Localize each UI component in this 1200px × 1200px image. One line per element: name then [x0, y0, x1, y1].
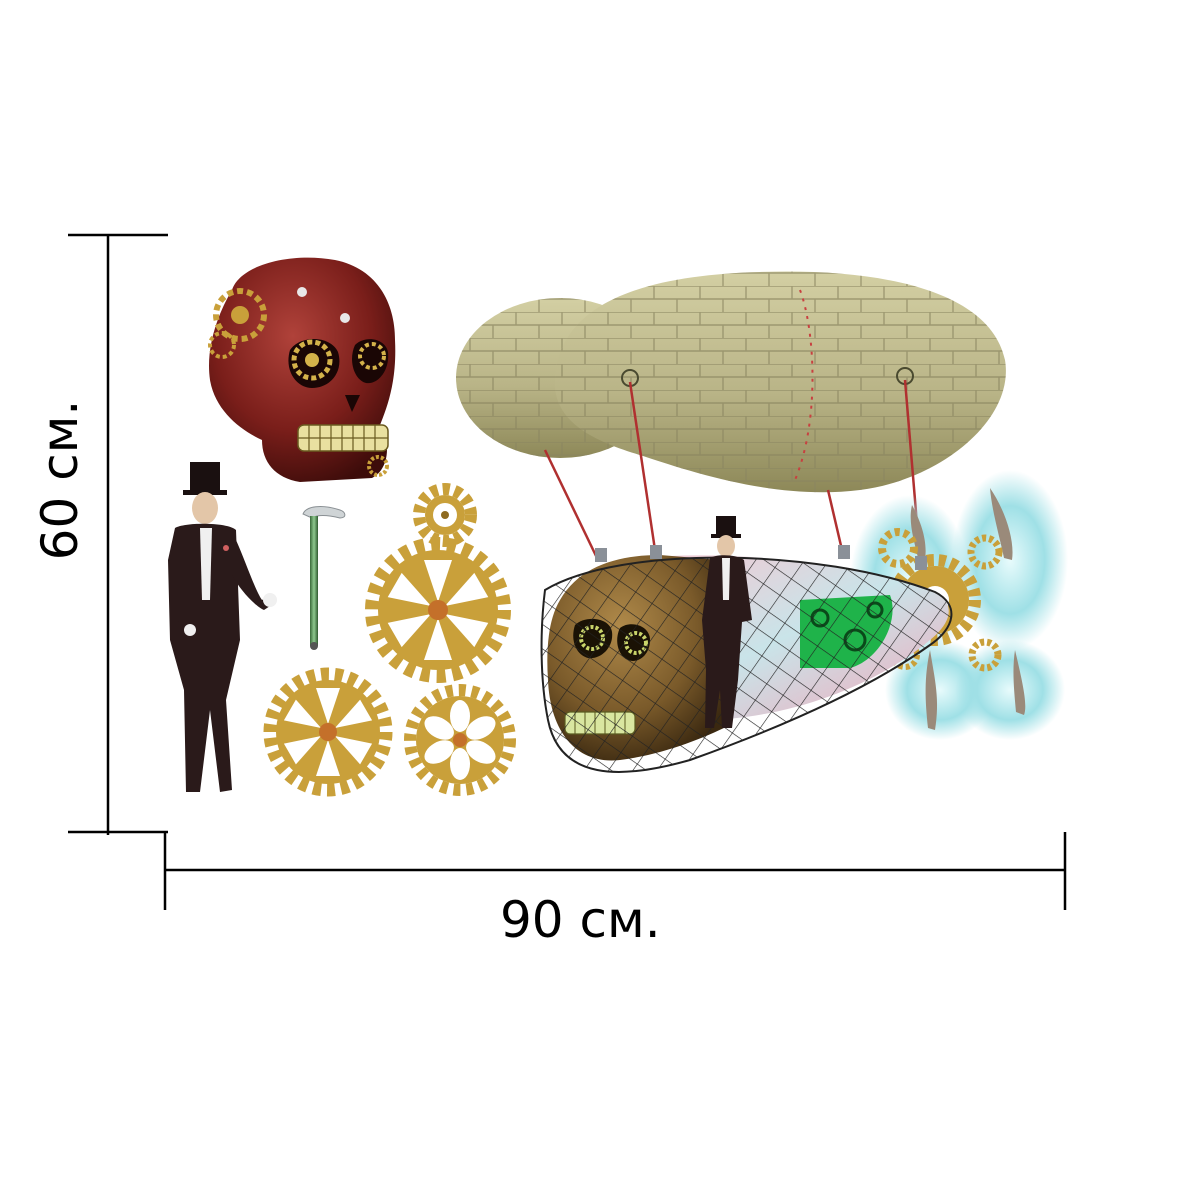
gears-group	[263, 483, 516, 797]
airship-balloon-front	[554, 271, 1006, 493]
gondola-gentleman-icon	[702, 516, 752, 728]
height-label-wrap: 60 см.	[30, 380, 90, 580]
airship-icon	[456, 271, 1068, 773]
dimension-lines	[68, 233, 1067, 910]
gear-icon	[365, 537, 511, 683]
height-label: 60 см.	[31, 399, 89, 561]
gear-icon	[404, 684, 516, 796]
gentleman-figure-icon	[168, 462, 277, 792]
walking-cane-icon	[302, 506, 346, 650]
width-label: 90 см.	[500, 891, 661, 949]
red-steampunk-skull-icon	[208, 257, 396, 482]
gear-icon	[263, 667, 393, 797]
airship-gondola	[540, 545, 953, 773]
gear-icon	[413, 483, 477, 547]
